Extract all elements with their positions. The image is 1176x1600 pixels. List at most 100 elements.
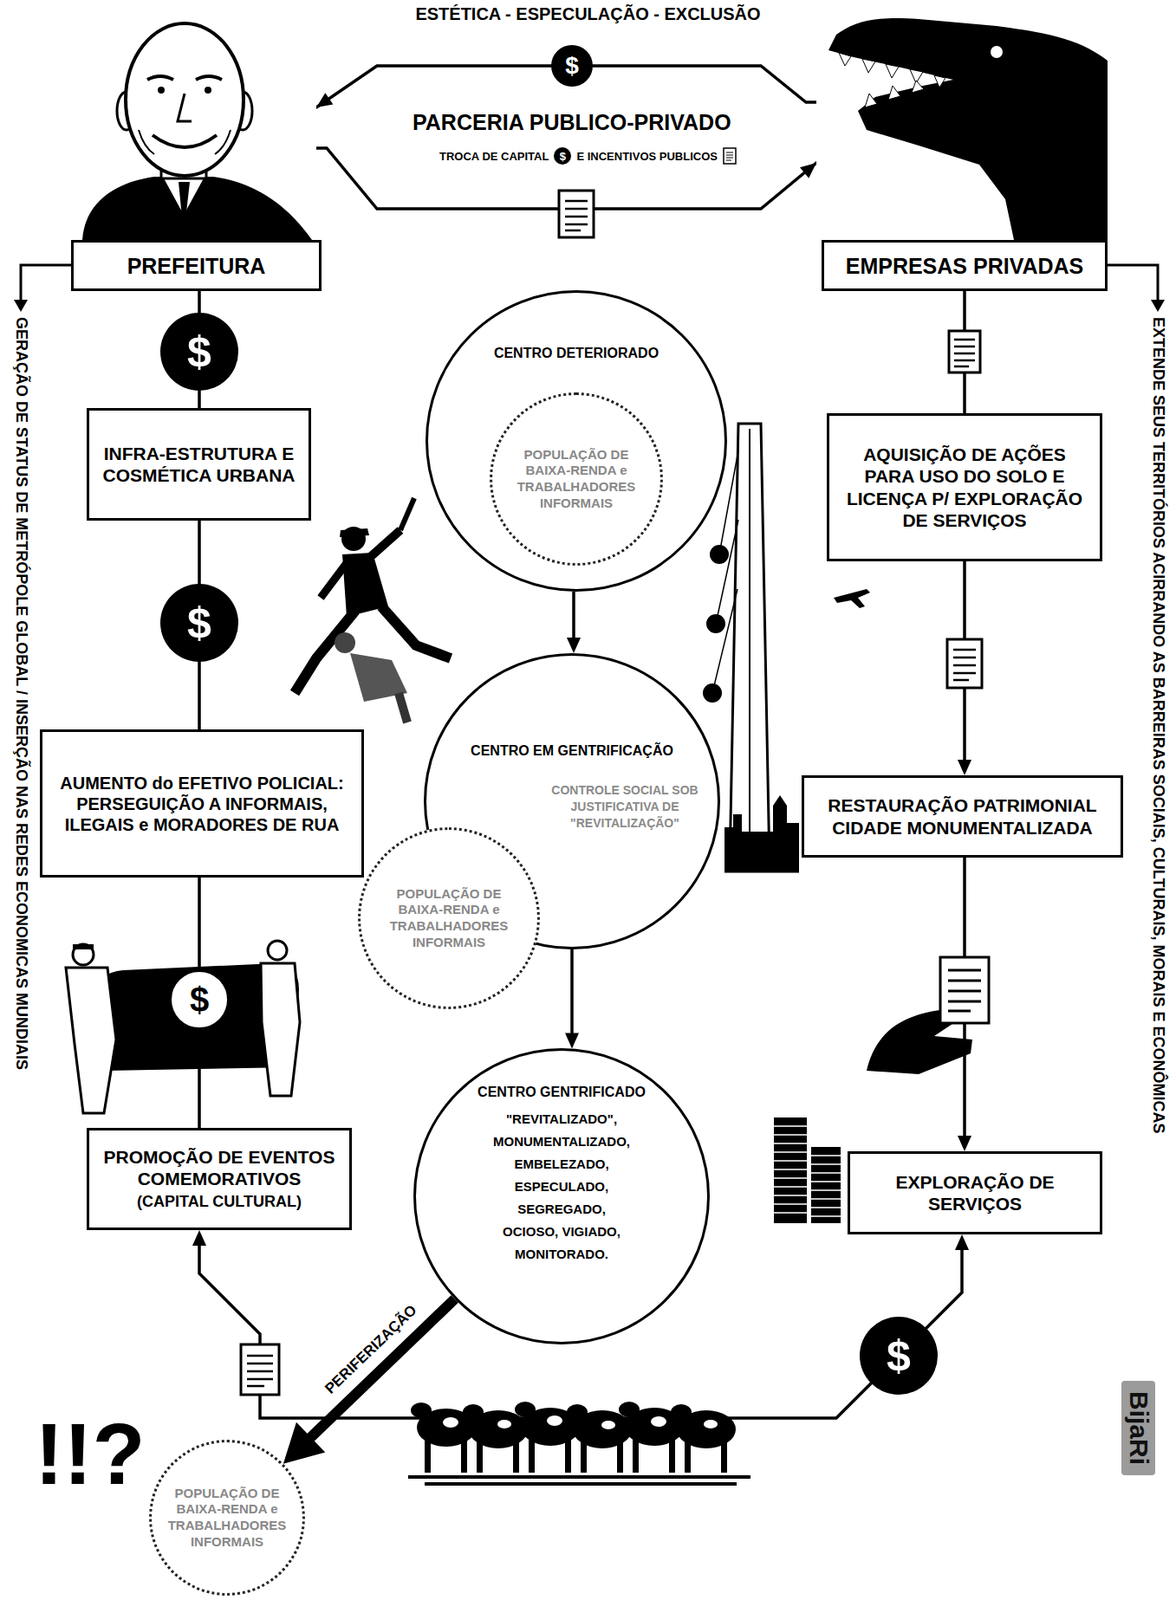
- cattle-illustration: [476, 1440, 483, 1474]
- document-icon: [558, 190, 594, 238]
- coins-illustration: [811, 1156, 841, 1217]
- document-icon: [947, 639, 982, 689]
- cattle-illustration: [601, 1421, 616, 1430]
- process-box: PREFEITURA: [71, 240, 322, 292]
- side-note: EXTENDE SEUS TERRITÓRIOS ACIRRANDO AS BA…: [1149, 317, 1168, 1134]
- process-box: AUMENTO do EFETIVO POLICIAL: PERSEGUIÇÃO…: [39, 729, 364, 878]
- cattle-illustration: [408, 1477, 751, 1485]
- document-icon: [246, 1356, 273, 1387]
- document-icon: [726, 152, 734, 161]
- box-text: AUMENTO do EFETIVO POLICIAL: PERSEGUIÇÃO…: [52, 773, 351, 836]
- coins-illustration: [773, 1126, 807, 1214]
- edge-label: PERIFERIZAÇÃO: [319, 1299, 424, 1401]
- box-text: PREFEITURA: [127, 253, 267, 280]
- monument-illustration: [706, 614, 726, 634]
- connector-line: [286, 148, 867, 241]
- cattle-illustration: [424, 1438, 431, 1474]
- document-icon: [558, 190, 594, 238]
- document-icon: [240, 1344, 280, 1396]
- cattle-illustration: [650, 1416, 667, 1428]
- document-icon: [940, 957, 989, 1024]
- process-box: EMPRESAS PRIVADAS: [821, 240, 1108, 292]
- money-symbol: $: [160, 584, 239, 663]
- cattle-illustration: [669, 1437, 676, 1474]
- money-symbol: $: [160, 312, 239, 391]
- money-symbol: $: [553, 147, 572, 165]
- arrow-head: [316, 92, 333, 108]
- population-circle: POPULAÇÃO DE BAIXA-RENDA e TRABALHADORES…: [357, 827, 540, 1010]
- portrait-illustration: [76, 10, 317, 241]
- crocodile-illustration: [828, 18, 1108, 241]
- cattle-illustration: [565, 1437, 572, 1474]
- circle-title: CENTRO GENTRIFICADO: [461, 1084, 662, 1102]
- crocodile-illustration: [864, 80, 924, 108]
- coins-illustration: [773, 1117, 841, 1224]
- portrait-illustration: [82, 176, 312, 241]
- connector: [566, 591, 581, 654]
- connector: [259, 65, 857, 241]
- document-icon: [565, 201, 588, 231]
- process-box: AQUISIÇÃO DE AÇÕES PARA USO DO SOLO E LI…: [826, 413, 1103, 562]
- cattle-illustration: [703, 1420, 718, 1430]
- police-illustration: [400, 498, 415, 531]
- side-note: GERAÇÃO DE STATUS DE METRÓPOLE GLOBAL / …: [12, 317, 31, 1071]
- population-circle: POPULAÇÃO DE BAIXA-RENDA e TRABALHADORES…: [489, 392, 663, 566]
- heading-label: PARCERIA PUBLICO-PRIVADO: [412, 109, 732, 136]
- stage-circle: CENTRO GENTRIFICADO "REVITALIZADO", MONUM…: [413, 1048, 710, 1345]
- side-arrow: [13, 299, 28, 312]
- caption-row: TROCA DE CAPITAL$E INCENTIVOS PUBLICOS: [0, 147, 1176, 165]
- portrait-illustration: [76, 10, 317, 241]
- police-illustration: [368, 530, 401, 559]
- cattle-illustration: [442, 1417, 459, 1429]
- box-text: EXPLORAÇÃO DE SERVIÇOS: [860, 1171, 1090, 1215]
- couch-illustration: [267, 941, 287, 961]
- document-icon: [940, 957, 989, 1024]
- circle-title: CENTRO EM GENTRIFICAÇÃO: [450, 742, 694, 761]
- process-box: RESTAURAÇÃO PATRIMONIAL CIDADE MONUMENTA…: [801, 775, 1124, 858]
- process-box: EXPLORAÇÃO DE SERVIÇOS: [847, 1151, 1103, 1235]
- document-icon: [948, 331, 981, 373]
- connector-line: [199, 1241, 962, 1419]
- document-icon: [953, 649, 976, 681]
- document-icon: [948, 970, 982, 1012]
- connector-line: [570, 949, 574, 1039]
- box-text: AQUISIÇÃO DE AÇÕES PARA USO DO SOLO E LI…: [839, 443, 1090, 532]
- document-icon: [948, 331, 981, 373]
- circle-text: CONTROLE SOCIAL SOB JUSTIFICATIVA DE "RE…: [542, 782, 708, 832]
- arrow-head: [957, 760, 972, 776]
- population-text: POPULAÇÃO DE BAIXA-RENDA e TRABALHADORES…: [373, 886, 525, 952]
- arrow-head: [283, 1422, 325, 1465]
- arrow-head: [565, 1033, 579, 1049]
- portrait-illustration: [125, 23, 244, 176]
- money-symbol: $: [551, 45, 593, 87]
- cattle-illustration: [546, 1416, 563, 1427]
- police-illustration: [381, 606, 451, 659]
- connector: [286, 148, 867, 241]
- circle-text: "REVITALIZADO", MONUMENTALIZADO, EMBELEZ…: [490, 1108, 634, 1267]
- portrait-illustration: [178, 181, 190, 236]
- monument-illustration: [709, 545, 729, 565]
- portrait-illustration: [204, 86, 212, 94]
- logo-mark: BijaRi: [1121, 1381, 1156, 1476]
- side-arrow: [1150, 299, 1165, 312]
- airplane-illustration: [833, 589, 871, 609]
- couch-illustration: [65, 941, 300, 1114]
- police-illustration: [294, 610, 356, 694]
- cattle-illustration: [513, 1440, 520, 1474]
- monument-illustration: [724, 870, 800, 874]
- connector-line: [259, 65, 857, 241]
- document-icon: [240, 1344, 280, 1396]
- cattle-illustration: [721, 1440, 728, 1474]
- population-circle: POPULAÇÃO DE BAIXA-RENDA e TRABALHADORES…: [149, 1440, 306, 1597]
- circle-title: CENTRO DETERIORADO: [463, 344, 689, 363]
- stage-circle: CENTRO DETERIORADO POPULAÇÃO DE BAIXA-REN…: [425, 290, 728, 592]
- portrait-illustration: [147, 76, 222, 80]
- side-arrow: [1107, 265, 1158, 304]
- cattle-illustration: [618, 1402, 640, 1418]
- box-text: EMPRESAS PRIVADAS: [845, 253, 1085, 280]
- cattle-illustration: [580, 1440, 587, 1474]
- police-illustration: [320, 563, 347, 598]
- arrow-head: [955, 1234, 969, 1251]
- exclamation-mark: !!?: [34, 1410, 146, 1498]
- airplane-illustration: [833, 589, 871, 609]
